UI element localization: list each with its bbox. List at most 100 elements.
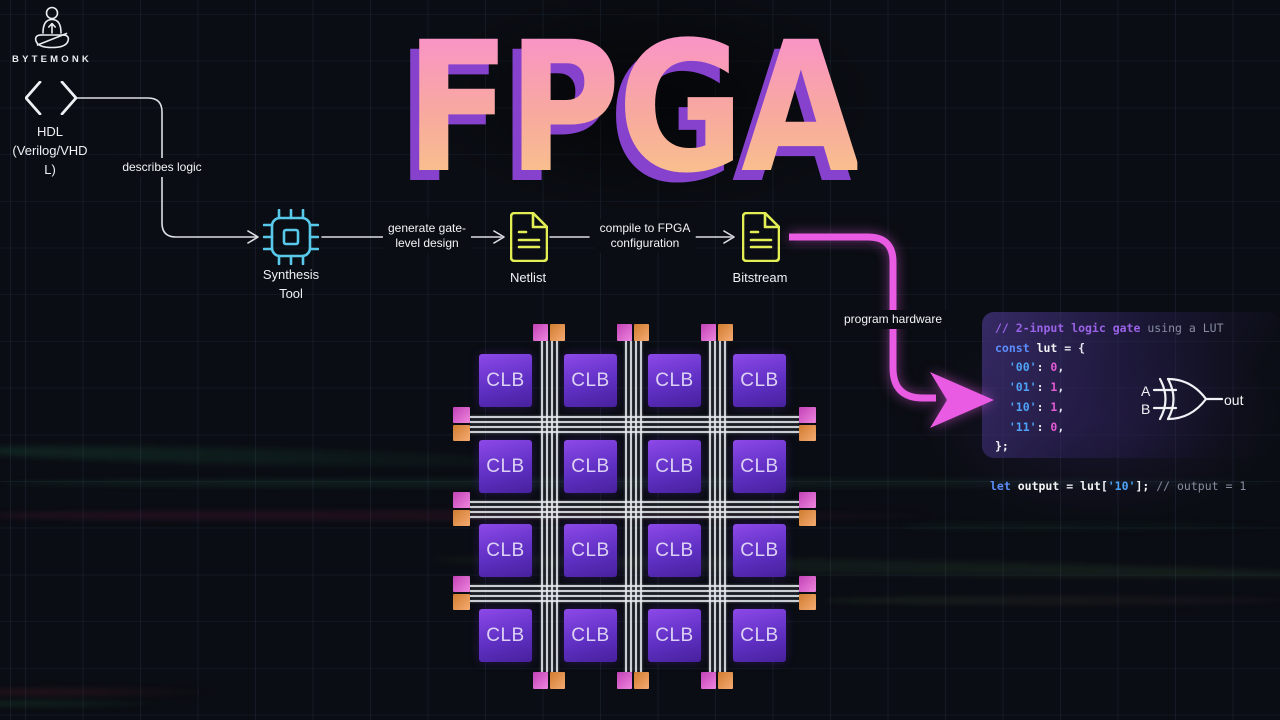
switch-block-pink <box>701 672 716 689</box>
code-line: '10': 1, <box>995 398 1280 418</box>
netlist-label: Netlist <box>509 270 547 285</box>
switch-block-orange <box>718 672 733 689</box>
switch-block-pink <box>701 324 716 341</box>
code-token: , <box>1057 380 1065 395</box>
clb-block: CLB <box>479 609 532 662</box>
clb-block: CLB <box>733 524 786 577</box>
code-brackets-icon <box>25 81 77 115</box>
clb-label: CLB <box>486 624 525 646</box>
clb-block: CLB <box>733 354 786 407</box>
code-token: : <box>1036 419 1051 434</box>
clb-label: CLB <box>571 539 610 561</box>
code-token: 1 <box>1050 399 1058 414</box>
code-token: lut[ <box>1080 479 1108 493</box>
brand-logo: BYTEMONK <box>12 6 92 65</box>
code-token <box>995 420 1009 434</box>
interconnect-wire-horizontal <box>470 585 799 587</box>
interconnect-wire-horizontal <box>470 516 799 518</box>
interconnect-wire-horizontal <box>470 590 799 592</box>
clb-label: CLB <box>571 624 610 646</box>
clb-block: CLB <box>733 609 786 662</box>
code-token: '10' <box>1107 479 1136 493</box>
interconnect-wire-horizontal <box>470 600 799 602</box>
interconnect-wire-horizontal <box>470 416 799 418</box>
color-streak <box>820 596 1280 605</box>
code-token: output <box>1017 479 1060 493</box>
clb-block: CLB <box>648 524 701 577</box>
switch-block-orange <box>453 594 470 610</box>
code-token <box>995 360 1009 374</box>
switch-block-pink <box>799 407 816 423</box>
clb-block: CLB <box>479 524 532 577</box>
code-token: let <box>990 479 1011 493</box>
code-token: using a LUT <box>1140 321 1224 335</box>
clb-label: CLB <box>655 624 694 646</box>
clb-label: CLB <box>486 539 525 561</box>
monk-icon <box>34 6 70 49</box>
xor-gate-icon <box>1152 377 1224 421</box>
code-line: '00': 0, <box>995 358 1280 378</box>
brand-name: BYTEMONK <box>12 54 92 65</box>
code-token: 1 <box>1050 380 1058 395</box>
code-token: '10' <box>1008 399 1037 414</box>
clb-block: CLB <box>648 440 701 493</box>
switch-block-pink <box>799 576 816 592</box>
color-streak <box>0 688 210 696</box>
code-token: : <box>1036 399 1051 414</box>
switch-block-pink <box>453 576 470 592</box>
code-token: 0 <box>1050 360 1058 375</box>
switch-block-orange <box>799 425 816 441</box>
code-token <box>1030 341 1037 355</box>
bitstream-label: Bitstream <box>732 270 788 285</box>
clb-block: CLB <box>564 524 617 577</box>
chip-icon <box>263 209 319 265</box>
code-line: }; <box>995 437 1280 457</box>
code-token: '01' <box>1008 380 1037 395</box>
code-token <box>995 400 1009 414</box>
code-token: , <box>1057 399 1065 414</box>
code-token: '11' <box>1008 419 1037 434</box>
code-token: = <box>1059 479 1081 493</box>
clb-label: CLB <box>740 369 779 391</box>
clb-block: CLB <box>733 440 786 493</box>
gate-input-a-label: A <box>1141 383 1151 399</box>
clb-label: CLB <box>655 369 694 391</box>
switch-block-orange <box>799 594 816 610</box>
interconnect-wire-horizontal <box>470 511 799 513</box>
switch-block-pink <box>533 324 548 341</box>
code-line: '11': 0, <box>995 418 1280 438</box>
color-streak <box>900 522 1280 531</box>
code-token: // 2-input logic gate <box>995 321 1141 335</box>
clb-label: CLB <box>486 369 525 391</box>
clb-label: CLB <box>571 455 610 477</box>
title-dark-halo <box>330 0 970 260</box>
interconnect-wire-horizontal <box>470 501 799 503</box>
switch-block-orange <box>634 324 649 341</box>
interconnect-wire-horizontal <box>470 431 799 433</box>
clb-block: CLB <box>648 609 701 662</box>
edge-label-generate: generate gate-level design <box>382 219 472 253</box>
code-token: ]; <box>1135 479 1150 493</box>
clb-label: CLB <box>571 369 610 391</box>
clb-block: CLB <box>564 354 617 407</box>
code-token: 0 <box>1050 419 1058 434</box>
code-output-line: let output = lut['10']; // output = 1 <box>990 477 1246 497</box>
interconnect-wire-horizontal <box>470 595 799 597</box>
code-token: const <box>995 340 1030 355</box>
switch-block-pink <box>799 492 816 508</box>
code-line: const lut = { <box>995 339 1280 359</box>
switch-block-orange <box>799 510 816 526</box>
code-token: , <box>1057 360 1065 375</box>
switch-block-orange <box>453 425 470 441</box>
clb-label: CLB <box>486 455 525 477</box>
switch-block-pink <box>617 324 632 341</box>
code-token: = { <box>1057 340 1086 355</box>
code-token <box>995 380 1009 394</box>
code-token: : <box>1036 360 1051 375</box>
code-token: '00' <box>1008 360 1037 375</box>
clb-block: CLB <box>564 440 617 493</box>
edge-label-describes-logic: describes logic <box>117 158 207 177</box>
clb-label: CLB <box>740 539 779 561</box>
